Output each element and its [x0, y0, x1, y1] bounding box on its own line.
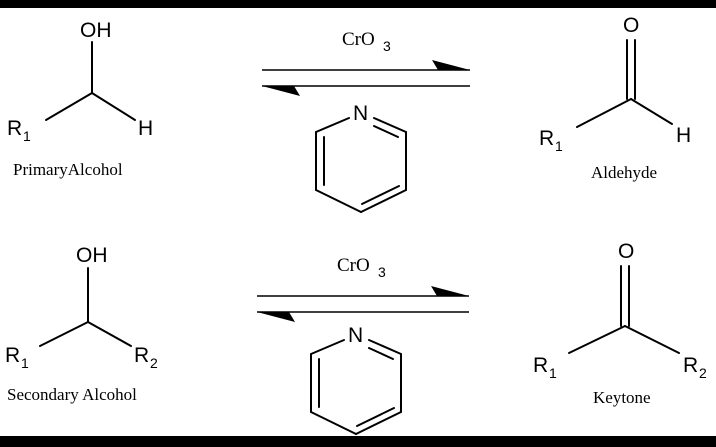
double-bond-c3-c4: [356, 407, 395, 427]
bond-c4-c5: [315, 189, 362, 213]
bond-c-h: [91, 92, 136, 121]
secondary-alcohol-structure: OH R 1 R 2: [5, 244, 158, 371]
double-bond-c3-c4: [361, 185, 400, 205]
double-bond-n-c2: [368, 347, 394, 360]
primary-alcohol-structure: OH R 1 H: [7, 19, 153, 144]
reaction-1: OH R 1 H PrimaryAlcohol CrO 3: [7, 14, 691, 213]
atom-r: R: [7, 117, 22, 140]
atom-r: R: [539, 127, 554, 150]
pyridine-nitrogen: N: [353, 102, 368, 125]
reagent-subscript: 3: [383, 38, 391, 54]
reverse-arrow-head: [257, 312, 295, 322]
atom-r2: R: [683, 354, 698, 377]
bond-c3-c4: [355, 411, 402, 435]
atom-h: H: [138, 117, 153, 140]
reagent-cro3: CrO 3: [342, 29, 391, 54]
double-bond-n-c2: [373, 125, 399, 138]
pyridine-ring: N: [315, 102, 407, 213]
bond-r1-c: [39, 321, 89, 347]
pyridine-ring: N: [310, 324, 402, 435]
bond-n-c2: [373, 117, 407, 133]
diagram-panel: [0, 8, 716, 436]
bond-r1-c: [45, 92, 93, 121]
bond-c-r2: [624, 325, 680, 354]
secondary-alcohol-label: Secondary Alcohol: [7, 385, 137, 404]
reaction-2: OH R 1 R 2 Secondary Alcohol CrO 3: [5, 240, 707, 435]
reagent-main: CrO: [337, 255, 370, 276]
ketone-label: Keytone: [593, 388, 651, 407]
atom-r1: R: [533, 354, 548, 377]
aldehyde-structure: O R 1 H: [539, 14, 691, 154]
equilibrium-arrows: [257, 286, 469, 322]
reagent-main: CrO: [342, 29, 375, 50]
forward-arrow-head: [432, 60, 470, 70]
atom-r2-subscript: 2: [150, 355, 158, 371]
equilibrium-arrows: [262, 60, 470, 96]
bond-c3-c4: [360, 189, 407, 213]
atom-h: H: [676, 124, 691, 147]
forward-arrow-head: [431, 286, 469, 296]
atom-o: O: [618, 240, 634, 263]
reverse-arrow-head: [262, 86, 300, 96]
atom-r1-subscript: 1: [549, 365, 557, 381]
atom-oh: OH: [76, 244, 108, 267]
bond-r1-c: [576, 98, 632, 128]
bond-c-r2: [87, 321, 132, 347]
primary-alcohol-label: PrimaryAlcohol: [13, 160, 123, 179]
bond-c-h: [630, 98, 673, 125]
atom-o: O: [623, 14, 639, 37]
bond-c4-c5: [310, 411, 357, 435]
atom-oh: OH: [80, 19, 112, 42]
reagent-cro3: CrO 3: [337, 255, 386, 280]
reagent-subscript: 3: [378, 264, 386, 280]
atom-r2-subscript: 2: [699, 365, 707, 381]
atom-r2: R: [134, 344, 149, 367]
bond-r1-c: [568, 325, 626, 354]
bond-c6-n: [310, 339, 345, 355]
bond-c6-n: [315, 117, 350, 133]
atom-r1-subscript: 1: [21, 355, 29, 371]
aldehyde-label: Aldehyde: [591, 163, 657, 182]
pyridine-nitrogen: N: [348, 324, 363, 347]
atom-r-subscript: 1: [23, 128, 31, 144]
ketone-structure: O R 1 R 2: [533, 240, 707, 381]
atom-r-subscript: 1: [555, 138, 563, 154]
atom-r1: R: [5, 344, 20, 367]
bond-n-c2: [368, 339, 402, 355]
